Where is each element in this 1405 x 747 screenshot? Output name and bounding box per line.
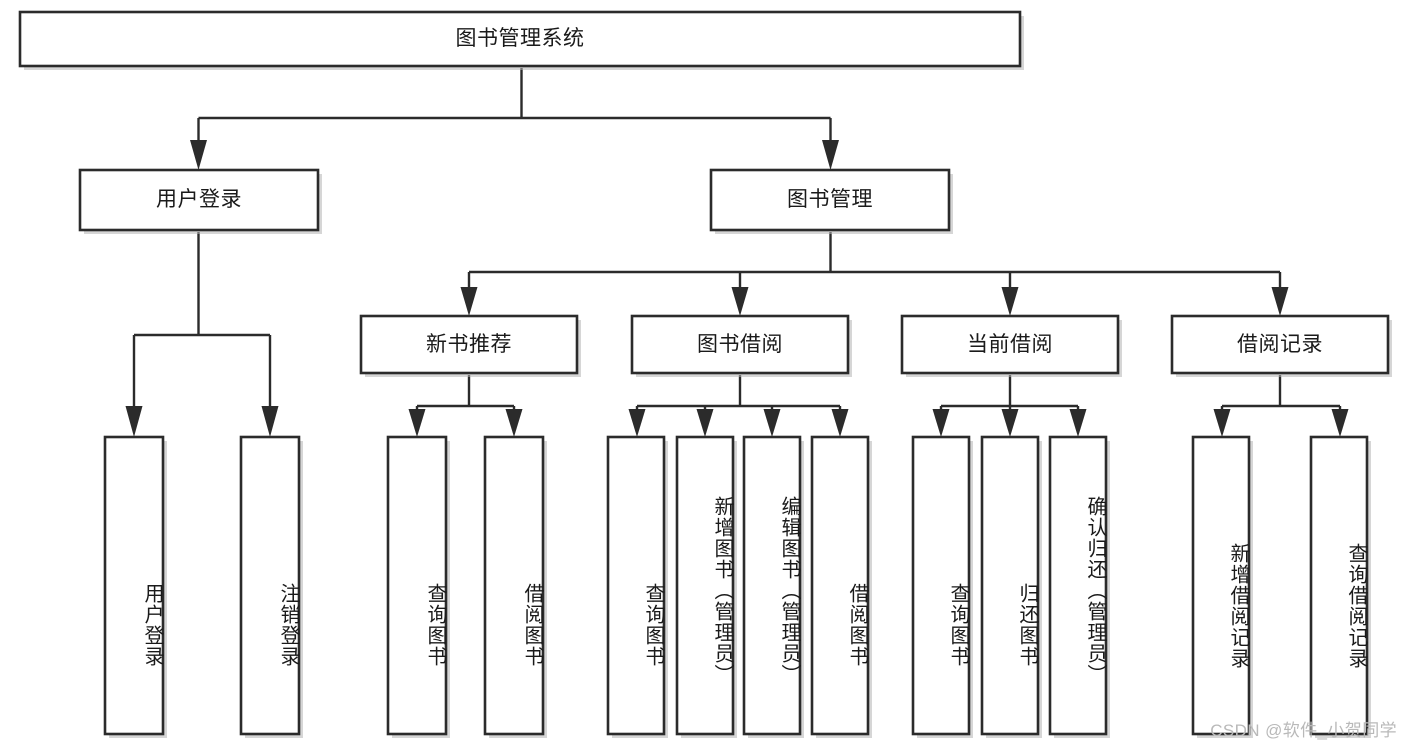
- node-box-leaf-edit-book[interactable]: [742, 435, 804, 738]
- node-box-leaf-add-record[interactable]: [1191, 435, 1253, 738]
- node-box-leaf-borrow-book-2[interactable]: [810, 435, 872, 738]
- watermark-text: CSDN @软件_小贺同学: [1210, 721, 1397, 740]
- connector-group-borrow-record: [1213, 375, 1349, 437]
- node-box-root[interactable]: [18, 10, 1024, 70]
- node-box-leaf-user-login[interactable]: [103, 435, 167, 738]
- connector-group-new-book-recommend: [408, 375, 523, 437]
- node-box-leaf-confirm-return[interactable]: [1048, 435, 1110, 738]
- node-box-borrow-record[interactable]: [1170, 314, 1392, 377]
- node-box-leaf-query-book-3[interactable]: [911, 435, 973, 738]
- connector-group-root: [190, 68, 839, 170]
- connector-group-book-borrow: [628, 375, 849, 437]
- node-box-leaf-add-book[interactable]: [675, 435, 737, 738]
- node-box-leaf-query-book-2[interactable]: [606, 435, 668, 738]
- node-box-new-book-recommend[interactable]: [359, 314, 581, 377]
- connector-group-current-borrow: [932, 375, 1087, 437]
- node-box-current-borrow[interactable]: [900, 314, 1122, 377]
- node-box-book-borrow[interactable]: [630, 314, 852, 377]
- node-box-leaf-query-record[interactable]: [1309, 435, 1371, 738]
- node-box-leaf-borrow-book-1[interactable]: [483, 435, 547, 738]
- node-box-leaf-query-book-1[interactable]: [386, 435, 450, 738]
- node-box-user-login[interactable]: [78, 168, 322, 234]
- node-box-book-management[interactable]: [709, 168, 953, 234]
- connector-group-book-management: [460, 232, 1289, 316]
- connector-group-user-login: [125, 232, 279, 437]
- node-box-leaf-logout[interactable]: [239, 435, 303, 738]
- node-box-leaf-return-book[interactable]: [980, 435, 1042, 738]
